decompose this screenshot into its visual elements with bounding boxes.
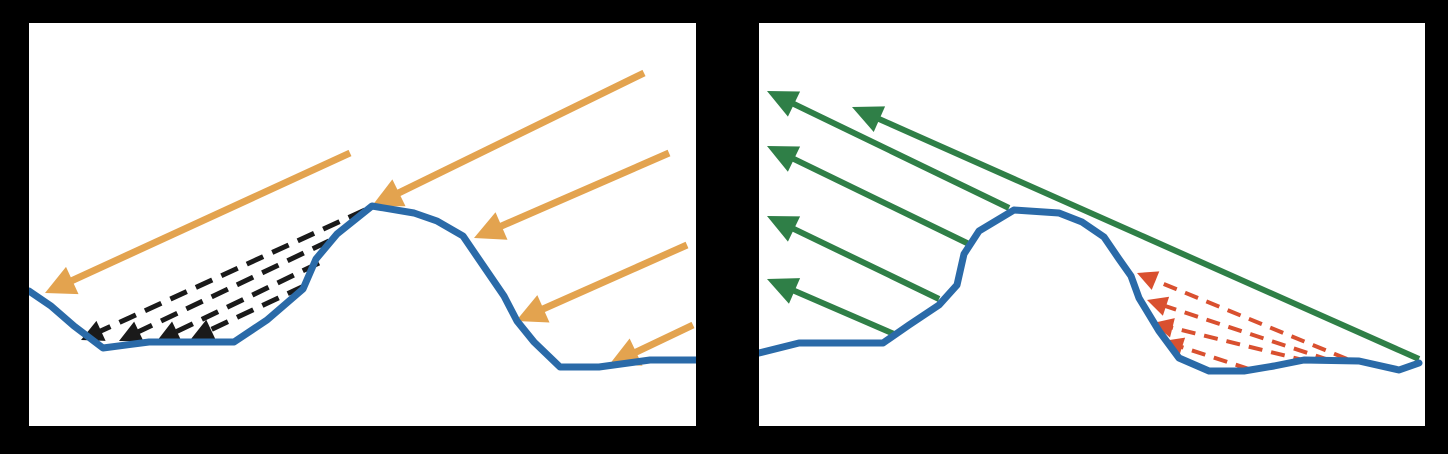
outgoing-ray-arrow — [767, 146, 971, 247]
incoming-ray-arrow — [45, 149, 352, 295]
outgoing-ray-arrow — [852, 106, 1421, 362]
blocked-ray-arrow — [1153, 318, 1308, 363]
shadowed-ray-arrow — [81, 207, 367, 341]
incoming-ray-arrow — [474, 149, 671, 240]
terrain-profile — [759, 206, 1423, 375]
incoming-ray-arrow — [516, 241, 689, 323]
blocked-ray-arrow — [1137, 271, 1348, 361]
shadowed-ray-arrow — [191, 283, 306, 340]
shadowed-ray-arrow — [157, 260, 321, 342]
outgoing-ray-arrow — [767, 278, 896, 337]
right-diagram — [759, 91, 1423, 375]
shadowed-ray-arrow — [119, 238, 331, 342]
blocked-ray-arrow — [1147, 296, 1330, 362]
outgoing-ray-arrow — [767, 216, 941, 302]
terrain-profile — [29, 202, 696, 371]
outgoing-ray-arrow — [767, 91, 1011, 211]
left-diagram — [29, 69, 696, 371]
right-panel — [759, 23, 1425, 426]
left-panel — [29, 23, 696, 426]
incoming-ray-arrow — [372, 69, 646, 207]
